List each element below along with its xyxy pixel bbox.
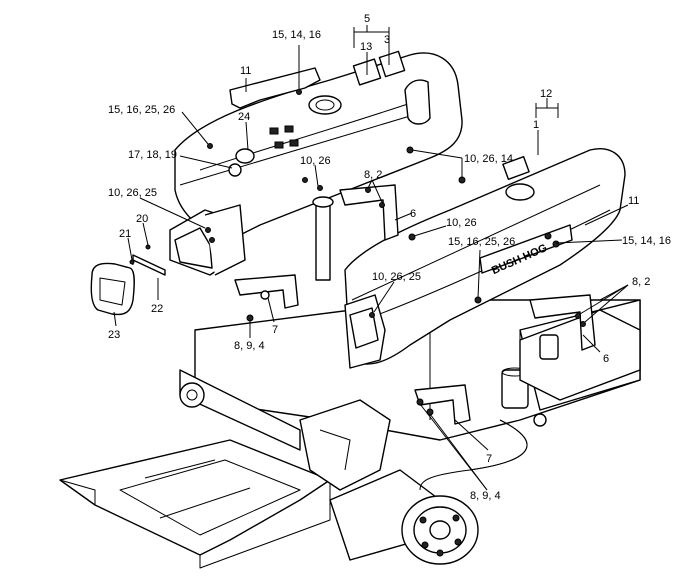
callout-22: 22 — [151, 303, 163, 315]
callout-10: 10, 26 — [300, 155, 331, 167]
callout-14: 11 — [628, 195, 639, 207]
callout-3: 5 — [364, 13, 370, 25]
callout-16: 6 — [410, 208, 416, 220]
callout-1: 1 — [533, 119, 539, 131]
rear-hood — [169, 50, 463, 276]
callout-15: 10, 26, 25 — [108, 187, 157, 199]
callout-4: 13 — [360, 41, 372, 53]
wheel-hub — [401, 495, 479, 565]
callout-9: 24 — [238, 111, 250, 123]
callout-13: 8, 2 — [364, 169, 382, 181]
light-bracket — [132, 254, 166, 276]
callout-21: 15, 16, 25, 26 — [448, 236, 515, 248]
callout-20: 21 — [119, 228, 131, 240]
callout-2: 15, 14, 16 — [272, 29, 321, 41]
callout-17: 10, 26 — [446, 217, 477, 229]
fasteners — [129, 89, 586, 416]
hood-bracket-right — [414, 294, 596, 425]
callout-30: 8, 9, 4 — [470, 490, 501, 502]
callout-23: 10, 26, 25 — [372, 271, 421, 283]
callout-19: 20 — [136, 213, 148, 225]
callout-29: 7 — [486, 453, 492, 465]
work-light — [90, 262, 135, 316]
filler-neck — [312, 196, 334, 281]
callout-25: 23 — [108, 329, 120, 341]
leader-lines — [113, 25, 629, 491]
callout-26: 7 — [272, 324, 278, 336]
callout-6: 12 — [540, 88, 552, 100]
left-side-rail — [179, 369, 301, 451]
callout-28: 8, 9, 4 — [234, 340, 265, 352]
hood-bracket-left — [234, 184, 399, 309]
callout-27: 6 — [603, 353, 609, 365]
callout-18: 15, 14, 16 — [622, 235, 671, 247]
callout-11: 10, 26, 14 — [464, 153, 513, 165]
insulation-pad-upper — [229, 67, 321, 109]
callout-5: 3 — [384, 34, 390, 46]
fuel-tank — [519, 309, 641, 401]
callout-8: 15, 16, 25, 26 — [108, 104, 175, 116]
callout-7: 11 — [240, 65, 251, 77]
callout-12: 17, 18, 19 — [128, 149, 177, 161]
callout-24: 8, 2 — [632, 276, 650, 288]
foot-platform — [59, 439, 331, 569]
